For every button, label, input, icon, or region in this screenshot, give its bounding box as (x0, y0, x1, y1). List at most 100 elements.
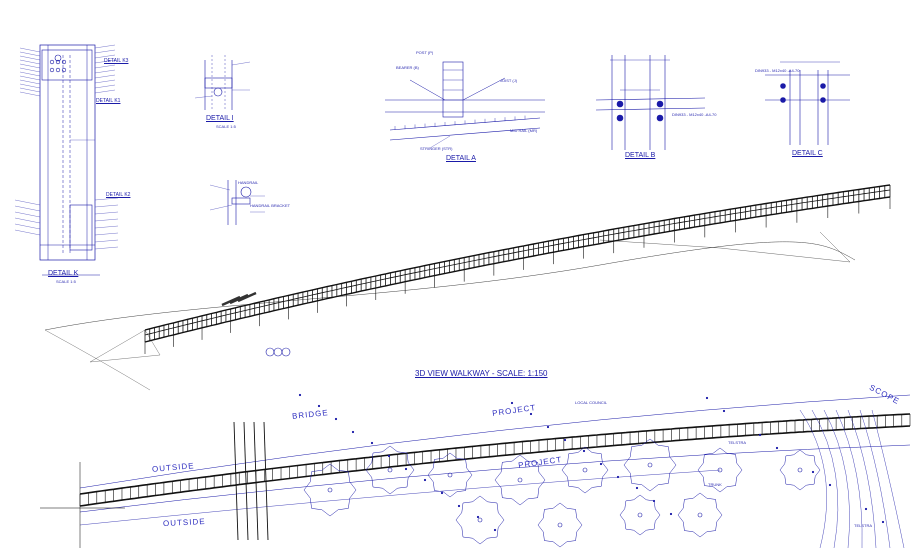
detail-k-frame (39, 44, 96, 261)
detail-k3-title: DETAIL K3 (104, 58, 129, 64)
contour-line (847, 409, 877, 549)
survey-point (652, 499, 656, 503)
detail-k-leader (14, 199, 41, 206)
bridge-pier (253, 421, 259, 541)
survey-point (404, 467, 408, 471)
tree-trunk (797, 467, 803, 473)
tree-canopy (365, 445, 415, 495)
detail-k-leader (94, 239, 119, 243)
tree-canopy (427, 452, 473, 498)
detail-b-beam (595, 107, 706, 111)
view-title: 3D VIEW WALKWAY - SCALE: 1:150 (415, 369, 548, 378)
survey-point (582, 449, 586, 453)
bolt-b-label: DIN933 - M12x40 -A4-70 (672, 112, 717, 117)
detail-k-leader (94, 79, 116, 84)
detail-k-leader (94, 89, 116, 94)
bracket-plate (231, 197, 251, 205)
detail-k-leader (19, 59, 41, 65)
joist-label: JOIST (J) (500, 78, 518, 83)
detail-k-bolt (61, 59, 67, 65)
contour-line (823, 409, 850, 549)
detail-b-title: DETAIL B (625, 152, 656, 159)
bracket-leader (209, 184, 231, 191)
tree-trunk (582, 467, 588, 473)
detail-a-bearer-left (409, 79, 446, 101)
detail-k-leader (14, 229, 41, 236)
survey-point (510, 401, 514, 405)
local-council-label: LOCAL COUNCIL (575, 400, 608, 405)
handrail-bracket-label: HANDRAIL BRACKET (250, 203, 291, 208)
tree-trunk (387, 467, 393, 473)
terrain-wedge (89, 329, 161, 363)
detail-k-leader (94, 59, 116, 64)
tree-canopy (303, 463, 357, 517)
detail-k-leader (19, 83, 41, 89)
tree-trunk (327, 487, 333, 493)
survey-point (457, 504, 461, 508)
plan-walkway-edge-bottom (79, 425, 911, 507)
bracket-leader (209, 204, 233, 211)
detail-c-bolt (820, 83, 826, 89)
terrain-curve (44, 329, 151, 391)
detail-k-scale: SCALE 1:5 (56, 279, 76, 284)
plan-boundary-dash (79, 469, 721, 526)
plan-boundary (79, 394, 911, 489)
detail-k-leader (19, 47, 41, 53)
detail-i-title: DETAIL I (206, 115, 234, 122)
detail-k-bolt (49, 67, 55, 73)
drain-pipe (229, 293, 249, 305)
survey-point (669, 512, 673, 516)
tree-canopy (494, 454, 546, 506)
bearer-label: BEARER (B) (396, 65, 419, 70)
post-label: POST (P) (416, 50, 434, 55)
detail-k-bolt (55, 67, 61, 73)
detail-k-top-block (41, 49, 93, 81)
culvert-pipe (265, 347, 275, 357)
survey-point (476, 515, 480, 519)
walkway-top-rail (144, 184, 891, 331)
survey-point (635, 486, 639, 490)
terrain-line-2 (599, 231, 851, 263)
detail-a-bearer-right (462, 77, 506, 101)
tree-trunk (477, 517, 483, 523)
survey-point (440, 491, 444, 495)
plan-walkway-edge-top (79, 413, 911, 495)
tree-canopy (537, 502, 583, 548)
detail-k-bolt (61, 67, 67, 73)
survey-point (599, 462, 603, 466)
survey-point (616, 475, 620, 479)
detail-k-leader (94, 225, 119, 229)
detail-k-leader (19, 87, 41, 93)
detail-a-leader (429, 135, 451, 149)
telstra-label-2: TELSTRA (854, 523, 873, 528)
survey-point (722, 409, 726, 413)
detail-k-leader (94, 84, 116, 89)
detail-k-leader (94, 197, 119, 201)
survey-point (775, 446, 779, 450)
detail-k-bolt (49, 59, 55, 65)
detail-k-leader (94, 211, 119, 215)
trunk-label: TRUNK (708, 482, 722, 487)
survey-point (864, 507, 868, 511)
detail-k-bolt (55, 59, 61, 65)
drain-pipe (221, 295, 241, 307)
detail-k-leader (14, 217, 41, 224)
detail-b-beam (595, 97, 706, 101)
survey-point (493, 528, 497, 532)
detail-i-leader (194, 95, 213, 99)
detail-k-leader (19, 75, 41, 81)
survey-point (563, 438, 567, 442)
detail-i-bracket (204, 77, 233, 89)
detail-i-scale: SCALE 1:5 (216, 124, 236, 129)
survey-point (298, 393, 302, 397)
survey-point (811, 470, 815, 474)
tree-trunk (697, 512, 703, 518)
walkway-mid-rail (144, 189, 891, 336)
bridge-pier (243, 421, 249, 541)
detail-k-leader (14, 223, 41, 230)
survey-point (828, 483, 832, 487)
contour-line (871, 409, 905, 549)
detail-c-title: DETAIL C (792, 150, 823, 157)
survey-point (546, 425, 550, 429)
